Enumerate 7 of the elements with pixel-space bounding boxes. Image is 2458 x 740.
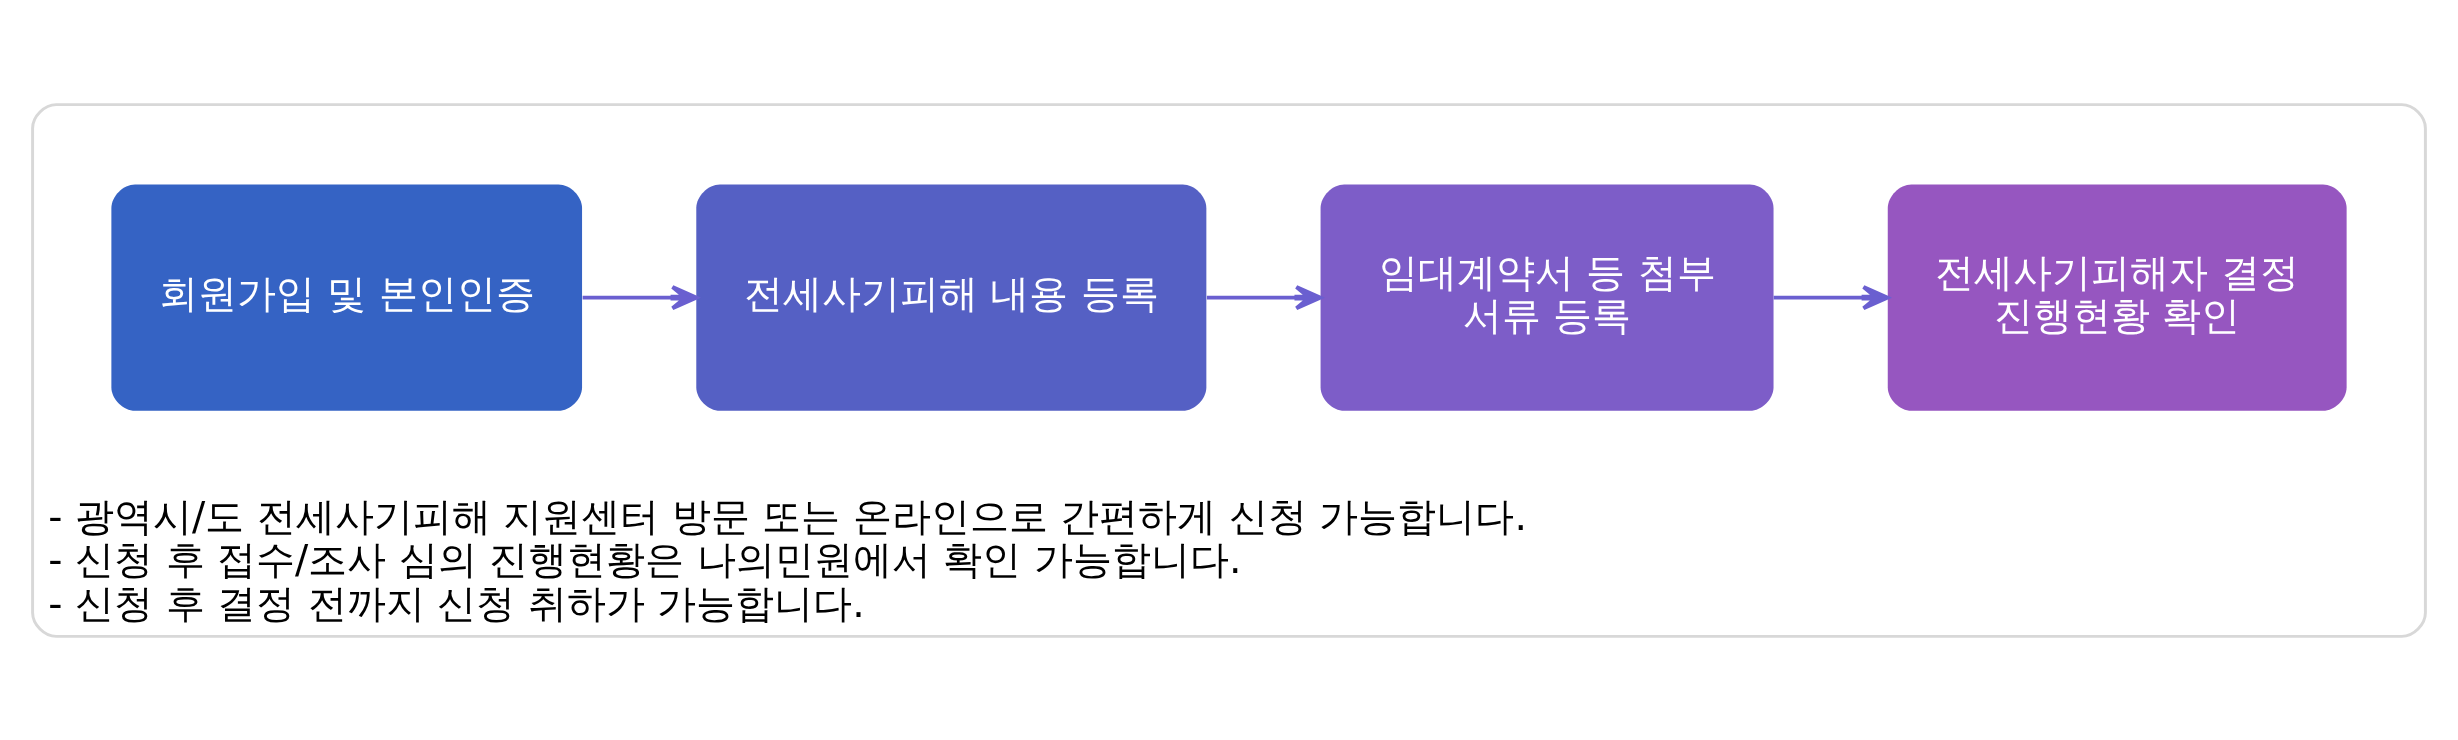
arrow [1206, 284, 1323, 310]
arrow [1773, 284, 1890, 310]
node-box: 임대계약서 등 첨부 서류 등록 [1320, 183, 1774, 411]
node-box: 회원가입 및 본인인증 [111, 183, 583, 411]
node-box: 전세사기피해자 결정 진행현황 확인 [1887, 183, 2347, 411]
node-box: 전세사기피해 내용 등록 [696, 183, 1207, 411]
arrow [582, 284, 699, 310]
